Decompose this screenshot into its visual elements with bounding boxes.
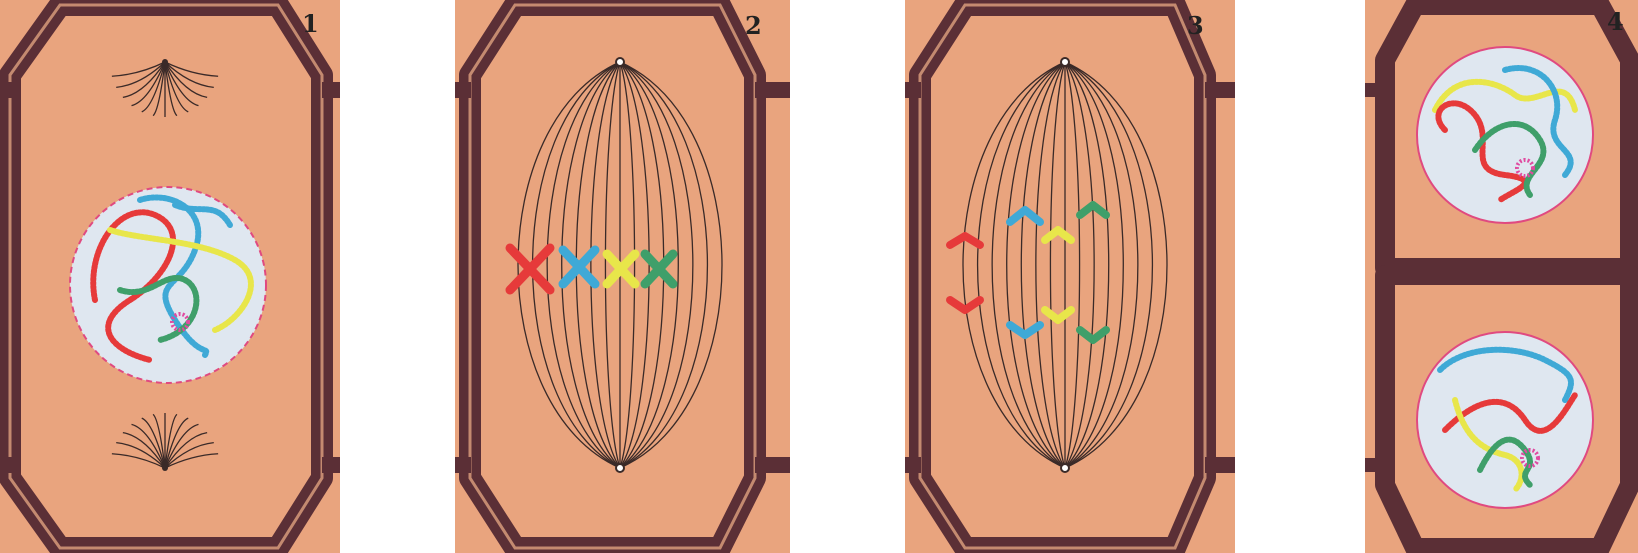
- stage-number: 1: [302, 9, 319, 38]
- stage-1-illustration: 1: [0, 0, 340, 553]
- stage-number: 4: [1607, 7, 1624, 36]
- stage-4-illustration: 4: [1365, 0, 1638, 553]
- stage-4-panel: 4: [1365, 0, 1638, 553]
- stage-number: 3: [1187, 11, 1204, 40]
- daughter-nucleus-bottom: [1417, 332, 1593, 508]
- stage-2-illustration: 2: [455, 0, 790, 553]
- stage-2-panel: 2: [455, 0, 790, 553]
- stage-number: 2: [745, 11, 762, 40]
- stage-3-panel: 3: [905, 0, 1235, 553]
- stage-1-panel: 1: [0, 0, 340, 553]
- stage-3-illustration: 3: [905, 0, 1235, 553]
